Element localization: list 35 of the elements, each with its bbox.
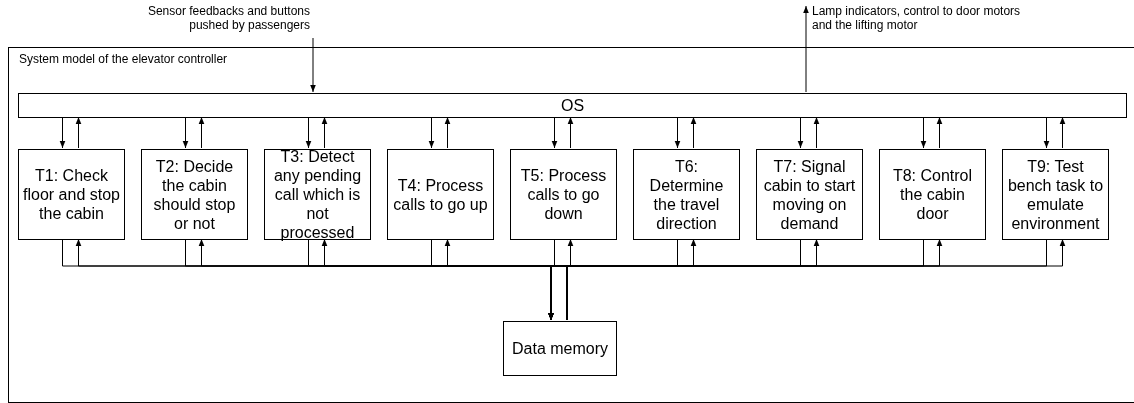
arrow: [936, 116, 943, 149]
arrow: [813, 116, 820, 149]
arrow: [690, 116, 697, 149]
arrow: [310, 37, 316, 93]
arrow: [674, 116, 681, 149]
arrow: [551, 116, 558, 149]
arrow: [198, 116, 205, 149]
arrow: [444, 116, 451, 149]
arrow: [803, 5, 809, 93]
arrow: [75, 116, 82, 149]
task-box: T3: Detect any pending call which is not processed: [264, 149, 371, 240]
arrow: [305, 116, 312, 149]
task-box: T2: Decide the cabin should stop or not: [141, 149, 248, 240]
os-bar: OS: [18, 93, 1127, 118]
arrow: [1043, 116, 1050, 149]
boundary-title: System model of the elevator controller: [19, 52, 228, 66]
task-box: T5: Process calls to go down: [510, 149, 617, 240]
system-boundary: [8, 47, 1134, 403]
arrow: [920, 116, 927, 149]
arrow: [1059, 116, 1066, 149]
arrow: [567, 116, 574, 149]
task-box: T7: Signal cabin to start moving on demand: [756, 149, 863, 240]
task-box: T1: Check floor and stop the cabin: [18, 149, 125, 240]
arrow: [797, 116, 804, 149]
arrow: [182, 116, 189, 149]
task-box: T4: Process calls to go up: [387, 149, 494, 240]
arrow: [321, 116, 328, 149]
task-box: T6: Determine the travel direction: [633, 149, 740, 240]
task-box: T9: Test bench task to emulate environment: [1002, 149, 1109, 240]
annotation-text: Lamp indicators, control to door motors and the lifting motor: [812, 4, 1032, 36]
arrow: [428, 116, 435, 149]
arrow: [59, 116, 66, 149]
annotation-text: Sensor feedbacks and buttons pushed by passengers: [110, 4, 310, 36]
memory-box: Data memory: [503, 321, 617, 376]
task-box: T8: Control the cabin door: [879, 149, 986, 240]
